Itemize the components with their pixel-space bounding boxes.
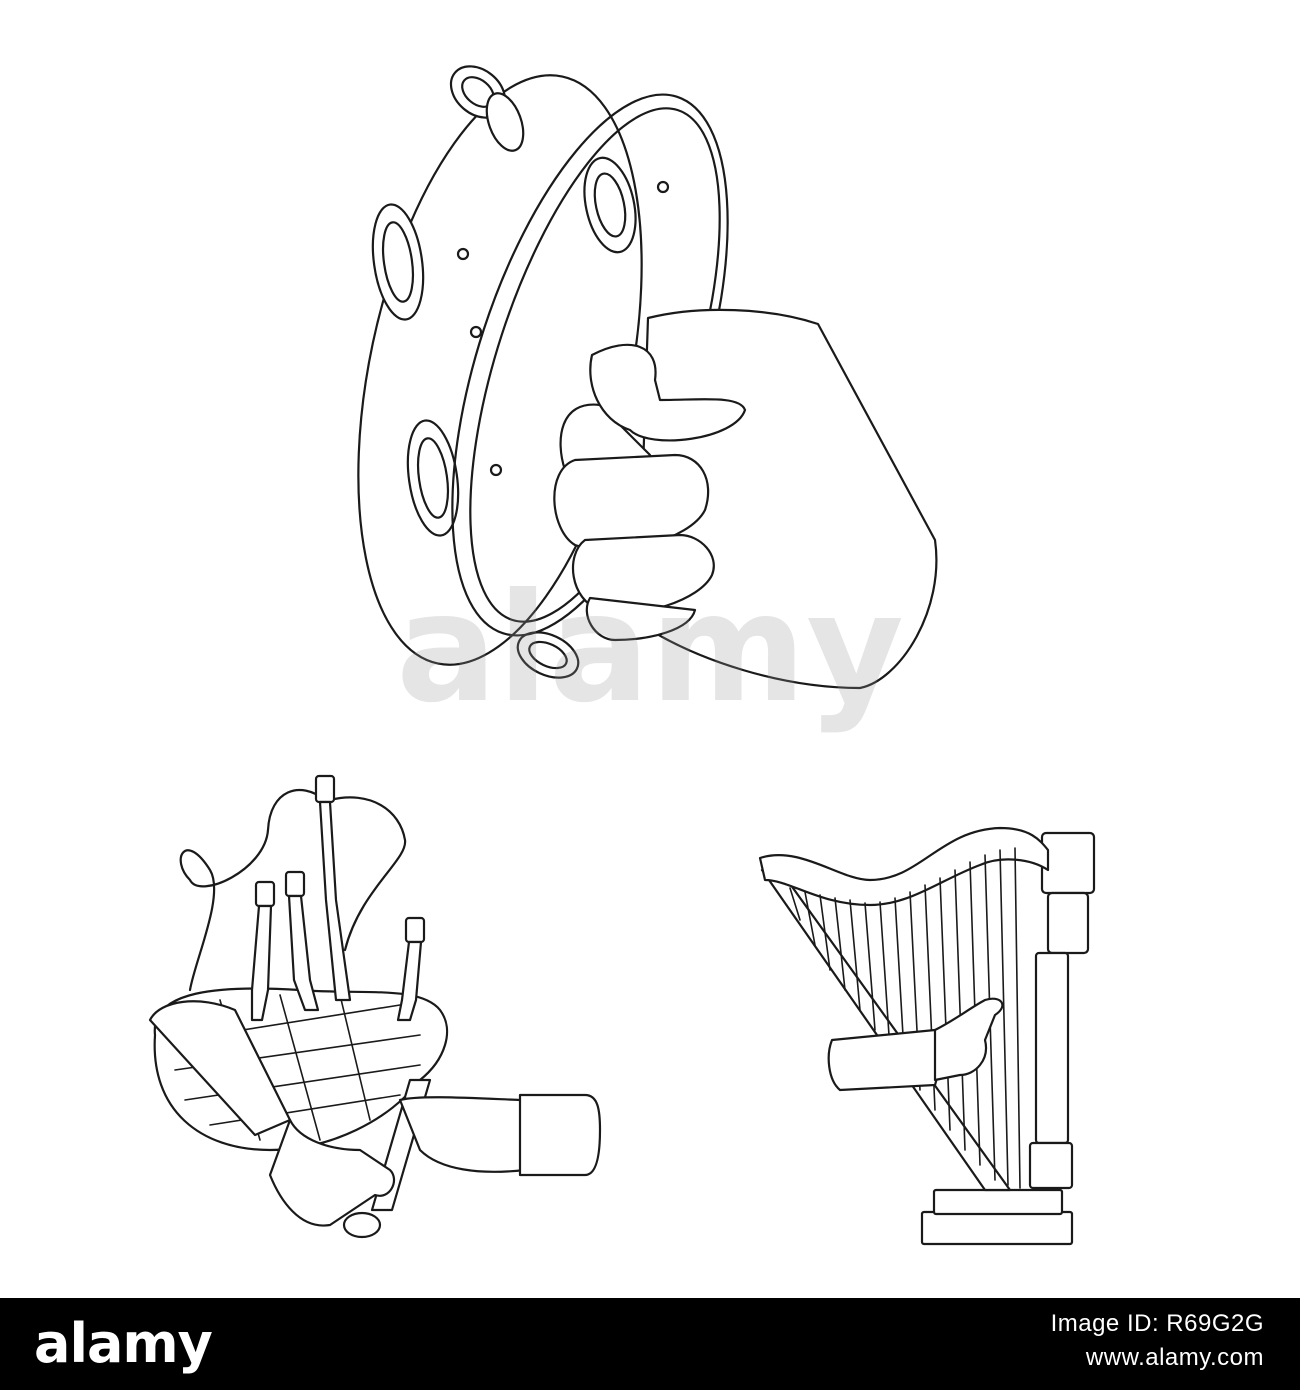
website-link[interactable]: www.alamy.com (1085, 1344, 1264, 1371)
drone-pipe-icon (250, 774, 426, 1022)
illustration-canvas (148, 65, 1096, 1246)
footer-bar: alamy Image ID: R69G2G www.alamy.com (0, 1298, 1300, 1390)
image-info: Image ID: R69G2G www.alamy.com (1051, 1310, 1264, 1372)
bagpipes-icon (148, 774, 602, 1239)
jingle-icon (371, 65, 637, 679)
tambourine-in-hand-icon (357, 65, 938, 690)
alamy-logo[interactable]: alamy (34, 1312, 213, 1375)
harp-icon (758, 826, 1096, 1246)
image-id-label: Image ID: R69G2G (1050, 1310, 1264, 1337)
harp-strings (789, 847, 1021, 1189)
